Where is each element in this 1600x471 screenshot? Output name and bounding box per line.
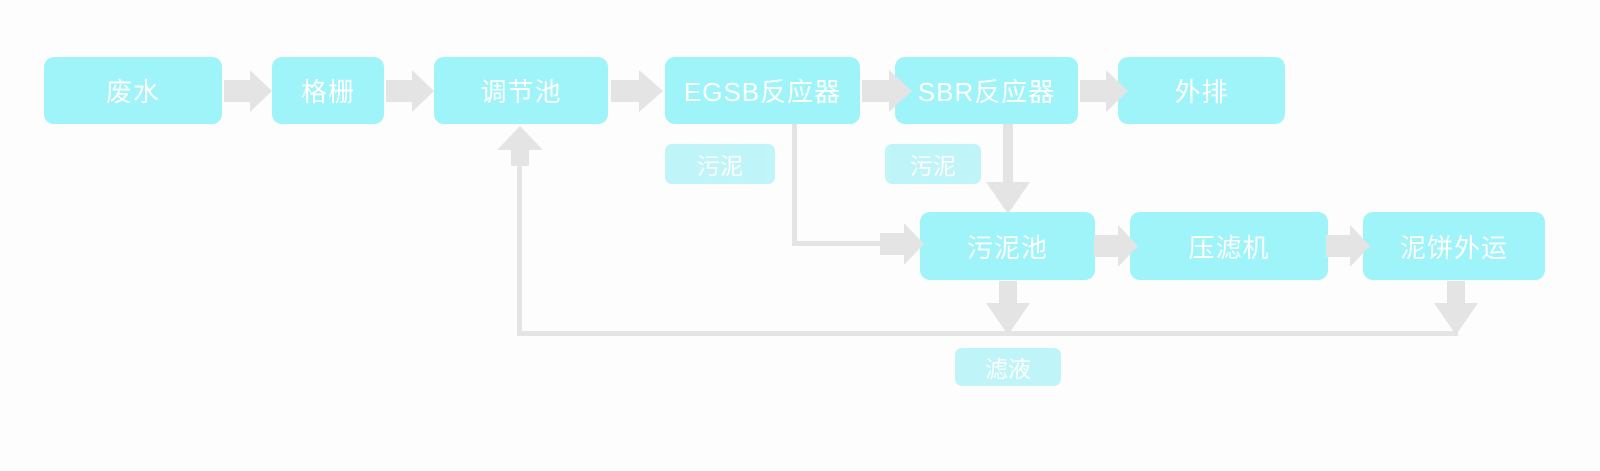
tag-filtrate: 滤液 (955, 348, 1061, 386)
node-sbr-reactor[interactable]: SBR反应器 (895, 57, 1078, 124)
node-wastewater[interactable]: 废水 (44, 57, 222, 124)
node-equalization-tank[interactable]: 调节池 (434, 57, 608, 124)
tag-sludge-from-sbr: 污泥 (885, 144, 981, 184)
tag-sludge-from-egsb: 污泥 (665, 144, 775, 184)
node-egsb-reactor[interactable]: EGSB反应器 (665, 57, 860, 124)
arrow-sbr-into-sludge-pool (986, 124, 1030, 214)
node-sludge-pool[interactable]: 污泥池 (920, 212, 1095, 280)
node-grille[interactable]: 格栅 (272, 57, 384, 124)
arrow-egsb-to-sbr (862, 70, 912, 112)
arrow-equalization-tank-to-egsb (611, 70, 663, 112)
arrow-return-into-equalization-tank (497, 126, 543, 166)
arrow-wastewater-to-grille (224, 70, 272, 112)
connector-egsb-vertical-segment (792, 124, 797, 246)
arrow-egsb-into-sludge-pool (880, 223, 924, 265)
arrow-filter-press-to-cake-transport (1326, 225, 1370, 267)
node-cake-transport[interactable]: 泥饼外运 (1363, 212, 1545, 280)
connector-return-vertical-segment (517, 160, 522, 334)
arrow-sludge-pool-to-filtrate (986, 281, 1030, 335)
arrow-sludge-pool-to-filter-press (1094, 225, 1138, 267)
arrow-sbr-to-discharge (1080, 70, 1128, 112)
arrow-grille-to-equalization-tank (386, 70, 434, 112)
node-discharge[interactable]: 外排 (1118, 57, 1285, 124)
connector-return-horizontal-segment (517, 331, 1458, 336)
node-filter-press[interactable]: 压滤机 (1130, 212, 1328, 280)
connector-egsb-horizontal-segment (792, 241, 884, 246)
arrow-cake-transport-to-return-line (1434, 281, 1478, 335)
